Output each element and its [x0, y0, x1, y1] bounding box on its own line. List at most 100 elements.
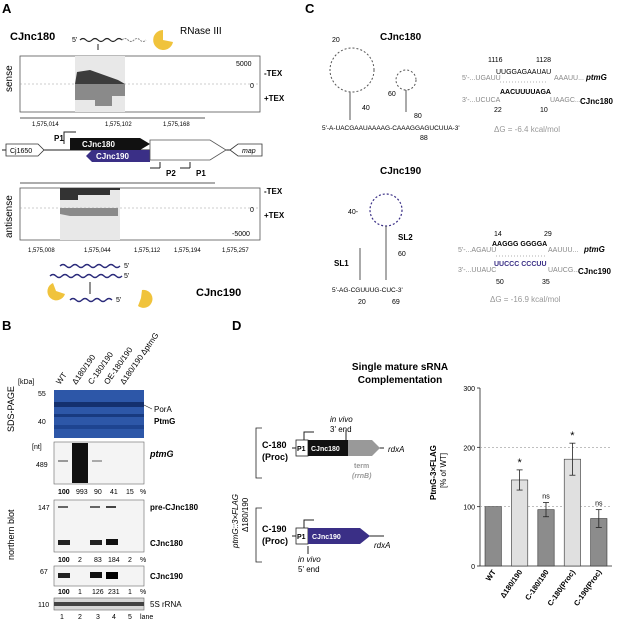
- chart-ylabel-2: [% of WT]: [439, 453, 448, 488]
- q-190-5: 1: [128, 589, 132, 596]
- cj180-label: CJnc180: [150, 539, 183, 548]
- q-180-4: 184: [108, 557, 120, 564]
- duplex190-ptmg: ptmG: [583, 245, 605, 254]
- chart-ylabel-1: PtmG-3×FLAG: [429, 445, 438, 500]
- cjnc190-wave-1: [59, 263, 121, 269]
- ptmg-lane3-band: [92, 460, 102, 462]
- cj180-loop2: [395, 69, 417, 91]
- y-tick-label: 0: [471, 564, 475, 571]
- antisense-plus-tex: +TEX: [264, 211, 285, 220]
- panel-label-d: D: [232, 318, 241, 333]
- pora-pointer: [143, 404, 153, 410]
- marker-110: 110: [38, 602, 49, 609]
- cj180-n88: 88: [420, 135, 428, 142]
- bar: [484, 506, 502, 567]
- duplex190-tail: AAUUU...: [548, 247, 578, 254]
- n1128: 1128: [536, 57, 551, 64]
- cj190-loop: [369, 193, 403, 227]
- bracket-c180: [255, 427, 262, 479]
- q-180-2: 2: [78, 557, 82, 564]
- duplex180-bot-mid: AACUUUUAGA: [500, 89, 551, 96]
- y-tick-label: 200: [463, 445, 475, 452]
- c190-p1: P1: [297, 534, 306, 541]
- wave3-5prime: 5': [116, 297, 121, 304]
- duplex190-bot-right: UAUCG...: [548, 267, 579, 274]
- duplex190-top-mid: AAGGG GGGGA: [492, 241, 547, 248]
- ptmg-protein-label: PtmG: [154, 417, 175, 426]
- marker-67: 67: [40, 569, 48, 576]
- cj190-lane4: [106, 572, 118, 579]
- ptmg-lane2-signal: [72, 443, 88, 483]
- n10: 10: [540, 107, 548, 114]
- antisense-ymin: -5000: [232, 231, 250, 238]
- c180-label: C-180: [262, 440, 287, 450]
- dg180: ΔG = -6.4 kcal/mol: [494, 125, 560, 134]
- duplex180-ptmg: ptmG: [585, 73, 607, 82]
- marker-40: 40: [38, 419, 46, 426]
- cj190-lane3: [90, 572, 102, 578]
- panel-label-c: C: [305, 1, 315, 16]
- q-ptmg-2: 993: [76, 489, 88, 496]
- gene-map-label: map: [242, 148, 256, 155]
- c180-promoter-arrow: [303, 431, 314, 440]
- cj180-n20: 20: [332, 37, 340, 44]
- antisense-label: antisense: [4, 195, 15, 238]
- pre180-lane4: [106, 506, 116, 508]
- lane-num-1: 1: [60, 614, 64, 621]
- gene-arrow-right: [149, 139, 227, 161]
- significance-label: *: [570, 430, 575, 442]
- rrna-label: 5S rRNA: [150, 600, 182, 609]
- c190-rdxa: rdxA: [374, 541, 390, 550]
- c180-gene: [308, 440, 348, 456]
- coord-bot-5: 1,575,257: [222, 248, 249, 254]
- y-tick-label: 300: [463, 386, 475, 393]
- c190-proc: (Proc): [262, 536, 288, 546]
- duplex180-bot-right: UAAGC...: [550, 97, 581, 104]
- q-180-1: 100: [58, 557, 70, 564]
- cj180-n60: 60: [388, 91, 396, 98]
- ptmg-lane1-band: [58, 460, 68, 462]
- marker-55: 55: [38, 391, 46, 398]
- ptmg-rna-label: ptmG: [149, 449, 174, 459]
- promoter-p2-arrow: [150, 162, 161, 169]
- gene-cjnc190-label: CJnc190: [96, 152, 129, 161]
- cj180-structure-title: CJnc180: [380, 32, 422, 43]
- rrna-band: [54, 602, 144, 606]
- pre-cjnc180-label: pre-CJnc180: [150, 503, 199, 512]
- promoter-p1b-arrow: [180, 162, 191, 169]
- significance-label: ns: [595, 501, 603, 508]
- ptmg-blot: [53, 441, 145, 485]
- duplex190-cj190: CJnc190: [578, 267, 611, 276]
- significance-label: ns: [542, 494, 550, 501]
- gene-cjnc180: [70, 138, 150, 150]
- lane-num-5: 5: [128, 614, 132, 621]
- term-label: term: [354, 463, 369, 470]
- c180-terminator: [348, 440, 380, 456]
- promoter-p2: P2: [166, 169, 176, 178]
- coord-top-3: 1,575,168: [163, 122, 190, 128]
- marker-147: 147: [38, 505, 50, 512]
- c180-3end: 3' end: [330, 425, 352, 434]
- cj190-n69: 69: [392, 299, 400, 306]
- sense-plus-tex: +TEX: [264, 94, 285, 103]
- q-190-4: 231: [108, 589, 120, 596]
- five-prime-label: 5': [72, 37, 77, 44]
- bar-chart: 0100200300WT*Δ180/190nsC-180/190*C-180(P…: [463, 386, 612, 608]
- c190-gene-label: CJnc190: [312, 534, 341, 541]
- n14: 14: [494, 231, 502, 238]
- q-190-3: 126: [92, 589, 104, 596]
- antisense-y0: 0: [250, 207, 254, 214]
- promoter-p1-arrow: [63, 131, 76, 144]
- y-tick-label: 100: [463, 505, 475, 512]
- n50: 50: [496, 279, 504, 286]
- sense-ymax: 5000: [236, 61, 252, 68]
- dg190: ΔG = -16.9 kcal/mol: [490, 295, 561, 304]
- lane-num-3: 3: [96, 614, 100, 621]
- bar: [511, 479, 529, 567]
- cj180-lane4: [106, 539, 118, 545]
- rnase-label: RNase III: [180, 26, 222, 37]
- sense-minus-tex: -TEX: [264, 69, 283, 78]
- sl2-label: SL2: [398, 233, 413, 242]
- construct-delta: Δ180/190: [241, 497, 250, 532]
- rnase-iii-icon: [153, 30, 173, 50]
